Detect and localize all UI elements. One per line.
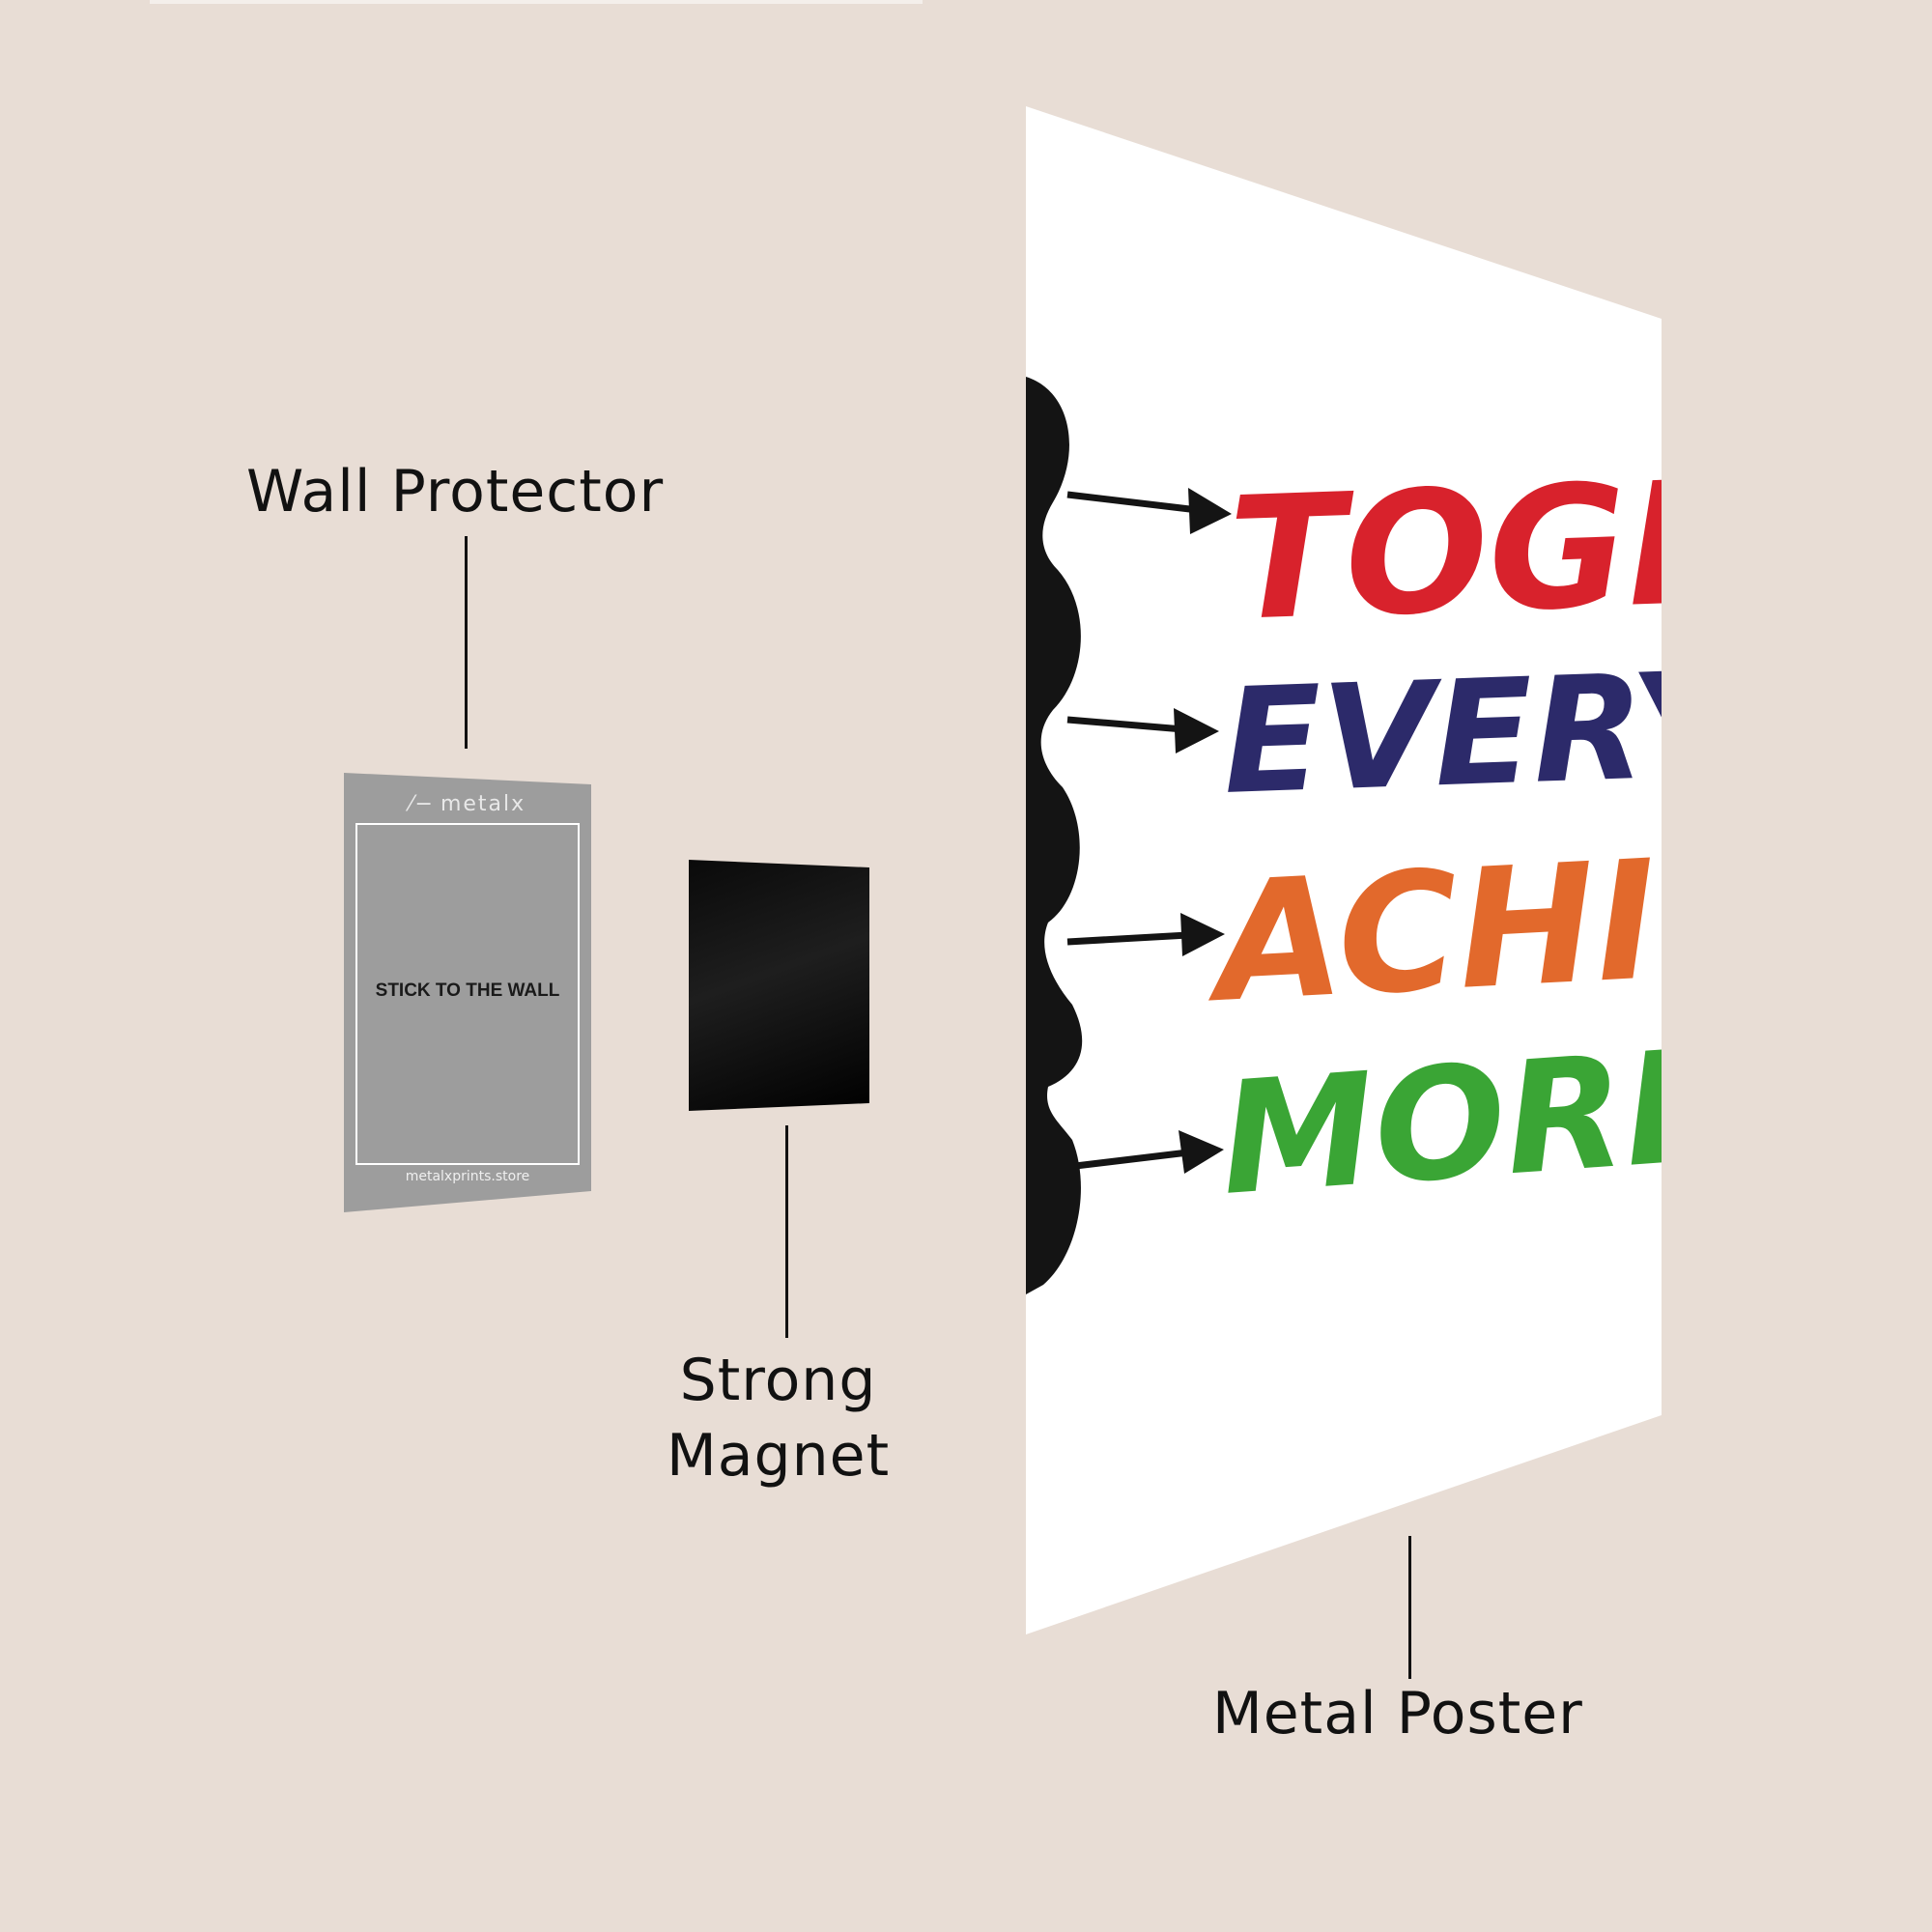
poster-arrows xyxy=(1066,488,1232,1174)
poster-word-2: EVERYO xyxy=(1220,637,1857,827)
strong-magnet-label-line1: Strong xyxy=(679,1347,877,1414)
strong-magnet-leader-line xyxy=(785,1125,788,1338)
strong-magnet xyxy=(689,860,869,1111)
metalx-logo: ⁄−metalx xyxy=(409,792,526,816)
metalx-logo-icon: ⁄− xyxy=(409,792,435,816)
poster-word-4: MORE xyxy=(1215,1014,1736,1230)
protector-frame xyxy=(355,823,580,1165)
metal-poster-label: Metal Poster xyxy=(1212,1680,1583,1747)
strong-magnet-label-line2: Magnet xyxy=(667,1422,891,1490)
top-edge-strip xyxy=(150,0,923,4)
poster-word-1: TOGETHE xyxy=(1226,432,1932,659)
poster-surface xyxy=(1026,106,1662,1634)
protector-url: metalxprints.store xyxy=(405,1169,530,1184)
poster-word-3: ACHIEVE xyxy=(1200,807,1932,1039)
wall-protector-label: Wall Protector xyxy=(246,458,665,526)
wall-protector-plate: ⁄−metalx STICK TO THE WALL metalxprints.… xyxy=(344,773,591,1212)
stick-to-wall-text: STICK TO THE WALL xyxy=(375,980,560,1001)
poster-silhouette xyxy=(1026,377,1083,1294)
strong-magnet-label: Strong Magnet xyxy=(667,1343,890,1493)
metal-poster-leader-line xyxy=(1408,1536,1411,1679)
wall-protector-leader-line xyxy=(465,536,468,749)
